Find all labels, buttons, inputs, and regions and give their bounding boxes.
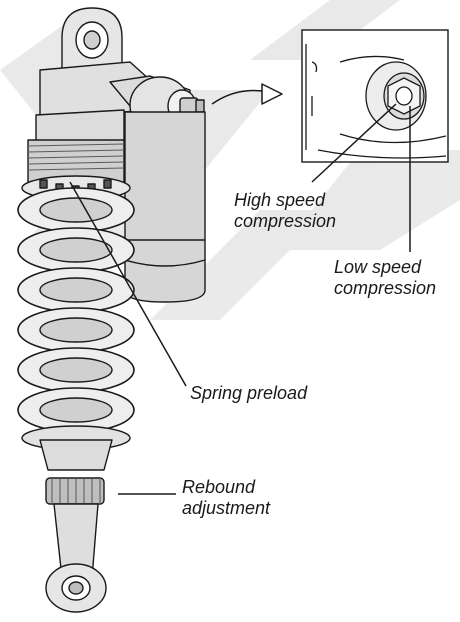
high-speed-line1: High speed [234, 190, 336, 211]
inset-detail [302, 30, 448, 162]
spring-preload-label: Spring preload [190, 383, 307, 404]
low-speed-line1: Low speed [334, 257, 436, 278]
rebound-line2: adjustment [182, 498, 270, 519]
rebound-adjustment-label: Rebound adjustment [182, 477, 270, 519]
rebound-line1: Rebound [182, 477, 270, 498]
low-speed-compression-label: Low speed compression [334, 257, 436, 299]
low-speed-line2: compression [334, 278, 436, 299]
high-speed-compression-label: High speed compression [234, 190, 336, 232]
high-speed-line2: compression [234, 211, 336, 232]
